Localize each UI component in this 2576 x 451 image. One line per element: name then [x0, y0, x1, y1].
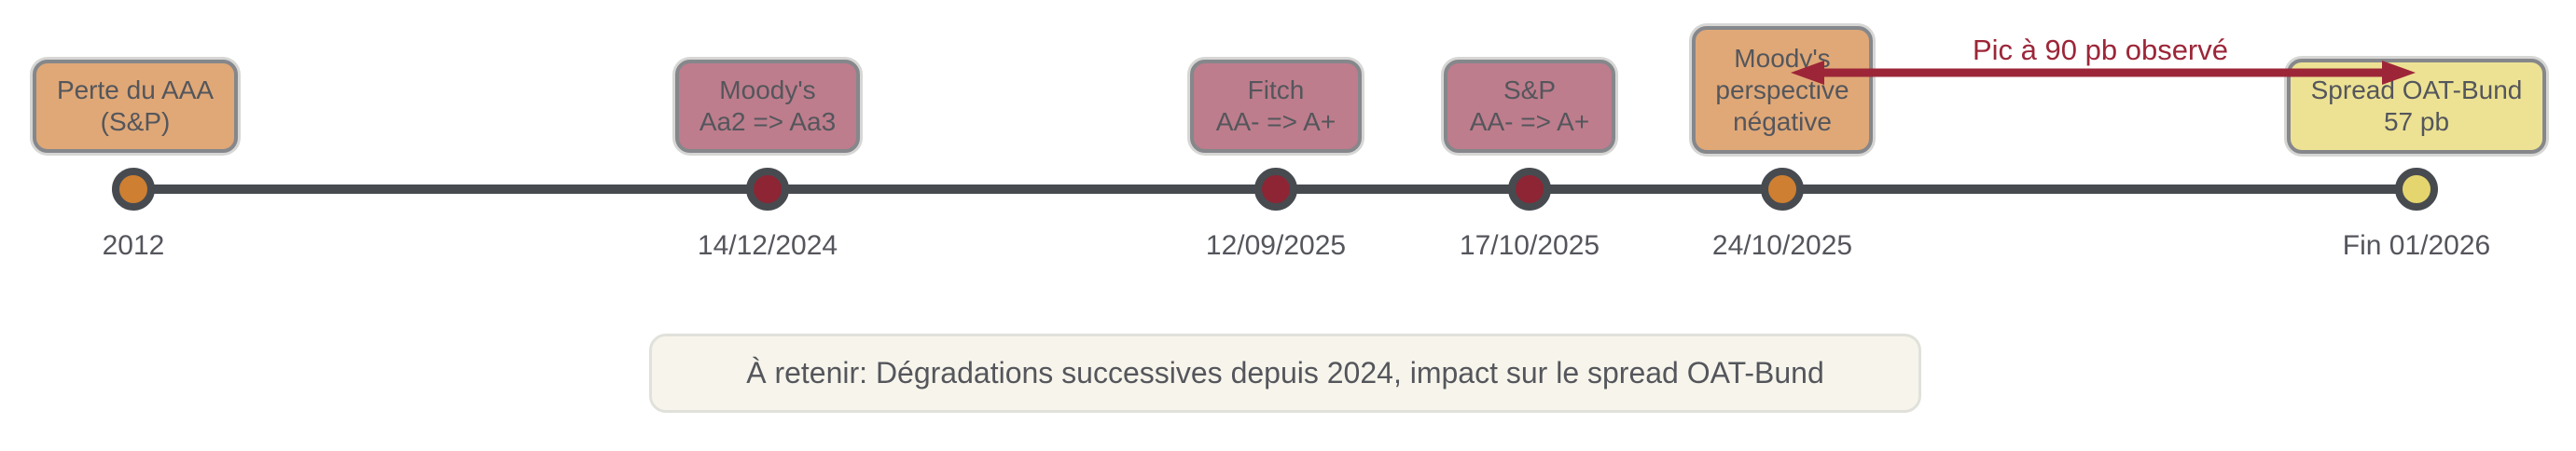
event-date: 12/09/2025: [1205, 230, 1347, 261]
event-dot: [2395, 168, 2438, 211]
event-date: 2012: [102, 230, 165, 261]
event-dot: [112, 168, 155, 211]
event-title-line: Fitch: [1247, 75, 1305, 104]
key-takeaway-note: À retenir: Dégradations successives depu…: [649, 334, 1921, 413]
event-title-line: Perte du AAA: [56, 75, 215, 104]
peak-annotation-arrow: [1791, 61, 2416, 85]
event-box-sp-downgrade: S&P AA- => A+: [1444, 60, 1615, 153]
event-box-moodys-downgrade: Moody's Aa2 => Aa3: [675, 60, 860, 153]
event-title-line: AA- => A+: [1469, 107, 1590, 136]
event-box-fitch-downgrade: Fitch AA- => A+: [1190, 60, 1362, 153]
event-title-line: Moody's: [719, 75, 816, 104]
key-takeaway-text: À retenir: Dégradations successives depu…: [746, 356, 1824, 390]
event-title-line: perspective: [1715, 75, 1849, 104]
peak-annotation-label: Pic à 90 pb observé: [1972, 34, 2229, 66]
event-title-line: S&P: [1503, 75, 1557, 104]
event-title-line: négative: [1733, 106, 1832, 136]
event-title-line: Spread OAT-Bund: [2310, 75, 2523, 104]
event-title-line: Aa2 => Aa3: [699, 107, 837, 136]
event-box-moodys-outlook: Moody's perspective négative: [1692, 26, 1873, 154]
event-date: 24/10/2025: [1711, 230, 1853, 261]
event-dot: [1761, 168, 1804, 211]
event-dot: [1254, 168, 1297, 211]
event-date: 14/12/2024: [697, 230, 838, 261]
event-title-line: AA- => A+: [1215, 107, 1336, 136]
event-dot: [746, 168, 789, 211]
event-box-perte-aaa: Perte du AAA (S&P): [33, 60, 238, 153]
event-dot: [1508, 168, 1551, 211]
event-date: Fin 01/2026: [2342, 230, 2491, 261]
event-date: 17/10/2025: [1459, 230, 1600, 261]
event-title-line: 57 pb: [2383, 107, 2450, 136]
event-title-line: (S&P): [100, 107, 171, 136]
